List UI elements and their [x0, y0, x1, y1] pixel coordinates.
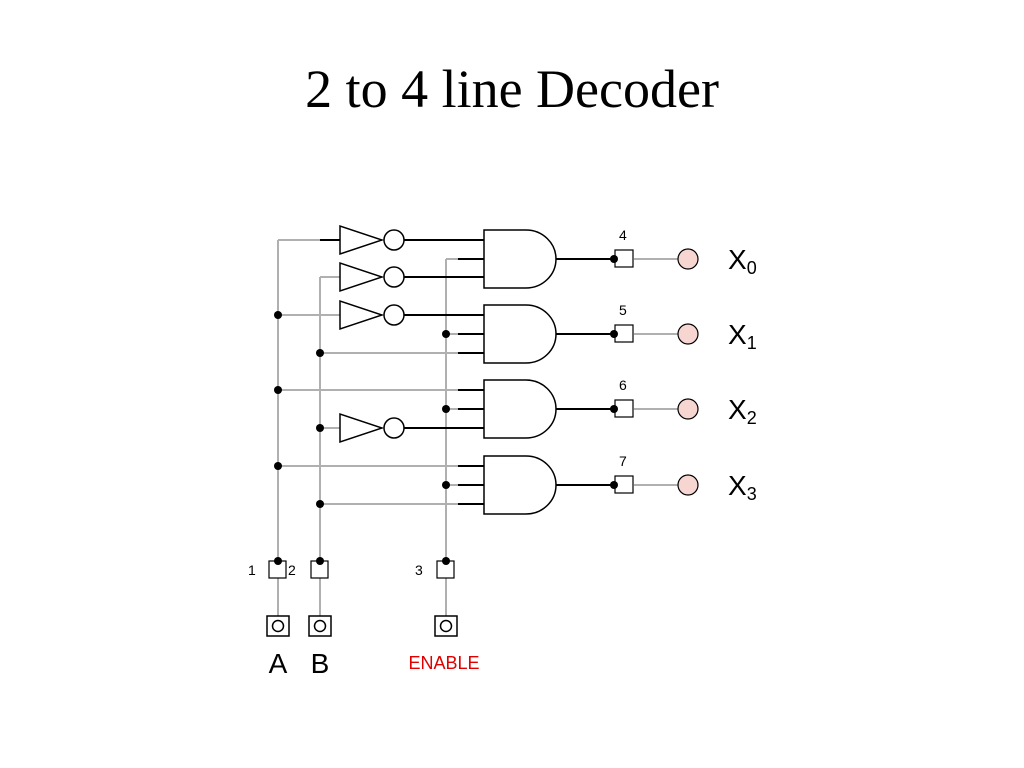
output-pin-label-6: 6 — [619, 377, 627, 393]
output-lamp-x1[interactable] — [677, 323, 699, 345]
switch-a[interactable] — [266, 615, 290, 637]
input-label-a: A — [269, 648, 288, 679]
inverter-3 — [339, 299, 484, 331]
output-label-x2: X2 — [728, 394, 757, 428]
inverter-2 — [339, 261, 484, 293]
inverter-1 — [320, 224, 484, 256]
inverter-4 — [339, 412, 484, 444]
output-pin-label-7: 7 — [619, 453, 627, 469]
output-label-x0: X0 — [728, 244, 757, 278]
output-lamp-x2[interactable] — [677, 398, 699, 420]
and-gate-0 — [483, 229, 557, 289]
input-pin-label-2: 2 — [288, 562, 296, 578]
input-label-b: B — [311, 648, 330, 679]
and-gates — [458, 229, 557, 515]
output-lamp-x0[interactable] — [677, 248, 699, 270]
slide-title: 2 to 4 line Decoder — [305, 59, 719, 119]
output-label-x1: X1 — [728, 319, 757, 353]
switch-b[interactable] — [308, 615, 332, 637]
switch-enable[interactable] — [434, 615, 458, 637]
output-pin-label-4: 4 — [619, 227, 627, 243]
junction-dots — [274, 311, 450, 508]
input-pin-label-1: 1 — [248, 562, 256, 578]
input-label-enable: ENABLE — [408, 653, 479, 673]
outputs: 4 5 6 7 X0 X1 X2 X3 — [556, 227, 757, 504]
output-pin-label-5: 5 — [619, 302, 627, 318]
input-pin-label-3: 3 — [415, 562, 423, 578]
and-gate-1 — [483, 304, 557, 364]
inverters — [320, 224, 484, 444]
and-gate-2 — [483, 379, 557, 439]
output-label-x3: X3 — [728, 470, 757, 504]
output-lamp-x3[interactable] — [677, 474, 699, 496]
inputs: 1 2 3 A B ENABLE — [248, 557, 480, 679]
and-gate-3 — [483, 455, 557, 515]
